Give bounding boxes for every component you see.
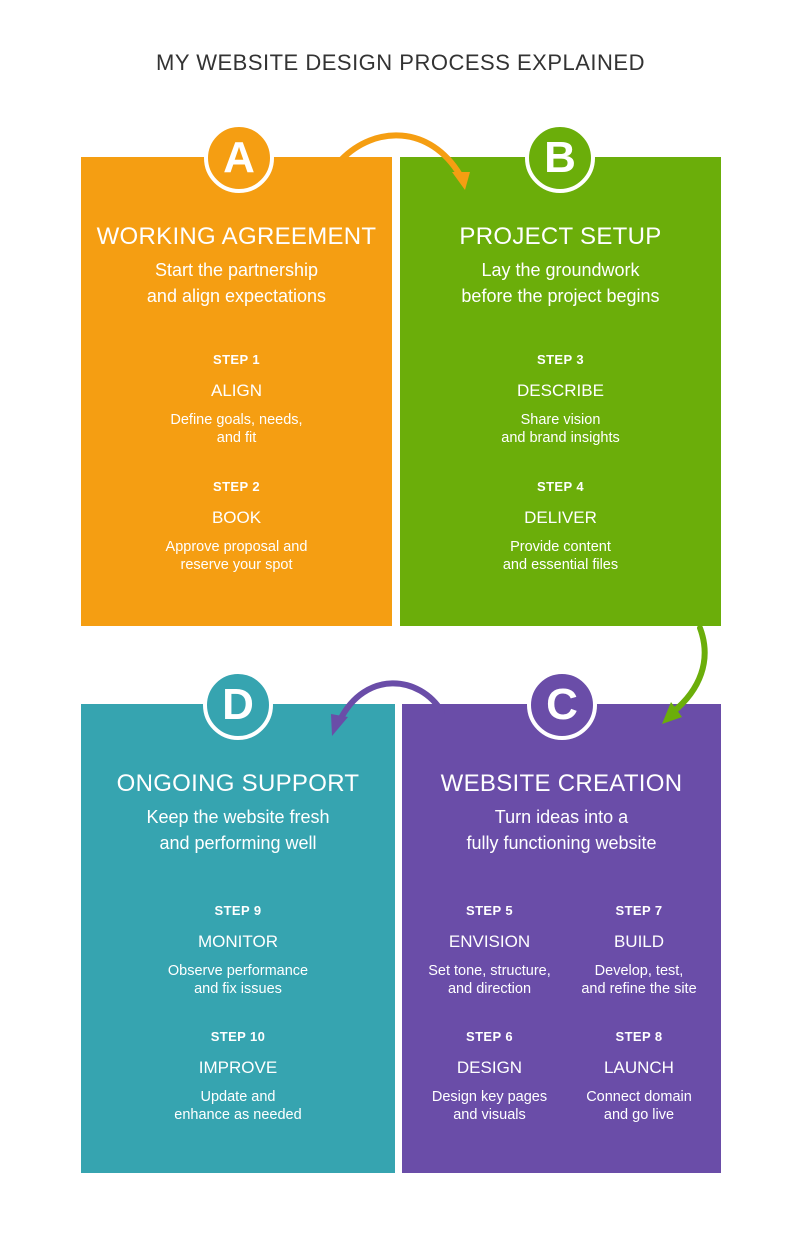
step-name: IMPROVE xyxy=(198,1058,278,1077)
step-5: STEP 5 ENVISION Set tone, structure, and… xyxy=(407,903,572,998)
step-8: STEP 8 LAUNCH Connect domain and go live xyxy=(564,1029,714,1124)
step-name: BUILD xyxy=(613,932,665,951)
step-name: DELIVER xyxy=(524,508,597,527)
panel-working-agreement: WORKING AGREEMENT Start the partnership … xyxy=(81,157,392,626)
badge-b: B xyxy=(525,123,595,193)
step-3: STEP 3 DESCRIBE Share vision and brand i… xyxy=(400,352,721,447)
arrow-b-to-c xyxy=(670,625,708,715)
step-number: STEP 1 xyxy=(213,352,260,367)
step-number: STEP 6 xyxy=(466,1029,513,1044)
step-name: ENVISION xyxy=(448,932,531,951)
step-1: STEP 1 ALIGN Define goals, needs, and fi… xyxy=(81,352,392,447)
step-name: BOOK xyxy=(211,508,262,527)
step-6: STEP 6 DESIGN Design key pages and visua… xyxy=(412,1029,567,1124)
section-title: PROJECT SETUP xyxy=(459,223,662,250)
step-9: STEP 9 MONITOR Observe performance and f… xyxy=(81,903,395,998)
step-number: STEP 7 xyxy=(615,903,663,918)
step-description: Approve proposal and reserve your spot xyxy=(165,539,308,573)
step-name: ALIGN xyxy=(210,381,263,400)
badge-d: D xyxy=(203,670,273,740)
step-number: STEP 2 xyxy=(213,479,260,494)
step-number: STEP 9 xyxy=(214,903,262,918)
step-number: STEP 4 xyxy=(537,479,584,494)
step-description: Provide content and essential files xyxy=(502,539,619,573)
step-description: Observe performance and fix issues xyxy=(167,963,309,997)
section-subtitle: Turn ideas into a fully functioning webs… xyxy=(466,807,657,853)
step-description: Set tone, structure, and direction xyxy=(428,963,551,997)
section-title: ONGOING SUPPORT xyxy=(116,770,360,797)
section-subtitle: Lay the groundwork before the project be… xyxy=(461,260,660,306)
step-description: Define goals, needs, and fit xyxy=(170,412,303,446)
step-description: Update and enhance as needed xyxy=(174,1089,302,1123)
step-number: STEP 10 xyxy=(210,1029,266,1044)
step-description: Develop, test, and refine the site xyxy=(581,963,697,997)
step-4: STEP 4 DELIVER Provide content and essen… xyxy=(400,479,721,574)
section-subtitle: Start the partnership and align expectat… xyxy=(146,260,327,306)
step-number: STEP 5 xyxy=(466,903,513,918)
arrow-a-to-b-head xyxy=(452,172,470,190)
step-number: STEP 8 xyxy=(615,1029,663,1044)
step-name: MONITOR xyxy=(198,932,278,951)
arrow-b-to-c-head xyxy=(662,702,682,724)
panel-ongoing-support: ONGOING SUPPORT Keep the website fresh a… xyxy=(81,704,395,1173)
badge-a: A xyxy=(204,123,274,193)
step-name: DESIGN xyxy=(456,1058,523,1077)
arrow-a-to-b xyxy=(338,132,463,178)
panel-project-setup: PROJECT SETUP Lay the groundwork before … xyxy=(400,157,721,626)
badge-c: C xyxy=(527,670,597,740)
step-name: LAUNCH xyxy=(604,1058,674,1077)
arrow-c-to-d-head xyxy=(331,714,348,736)
step-description: Share vision and brand insights xyxy=(501,412,620,446)
step-2: STEP 2 BOOK Approve proposal and reserve… xyxy=(81,479,392,574)
step-description: Design key pages and visuals xyxy=(431,1089,548,1123)
step-name: DESCRIBE xyxy=(517,381,604,400)
section-title: WEBSITE CREATION xyxy=(440,770,683,797)
step-7: STEP 7 BUILD Develop, test, and refine t… xyxy=(564,903,714,998)
page-title: MY WEBSITE DESIGN PROCESS EXPLAINED xyxy=(156,50,645,75)
panel-website-creation: WEBSITE CREATION Turn ideas into a fully… xyxy=(402,704,721,1173)
section-title: WORKING AGREEMENT xyxy=(96,223,377,250)
arrow-c-to-d xyxy=(337,680,445,723)
step-description: Connect domain and go live xyxy=(586,1089,692,1123)
section-subtitle: Keep the website fresh and performing we… xyxy=(146,807,330,853)
step-number: STEP 3 xyxy=(537,352,584,367)
step-10: STEP 10 IMPROVE Update and enhance as ne… xyxy=(81,1029,395,1124)
